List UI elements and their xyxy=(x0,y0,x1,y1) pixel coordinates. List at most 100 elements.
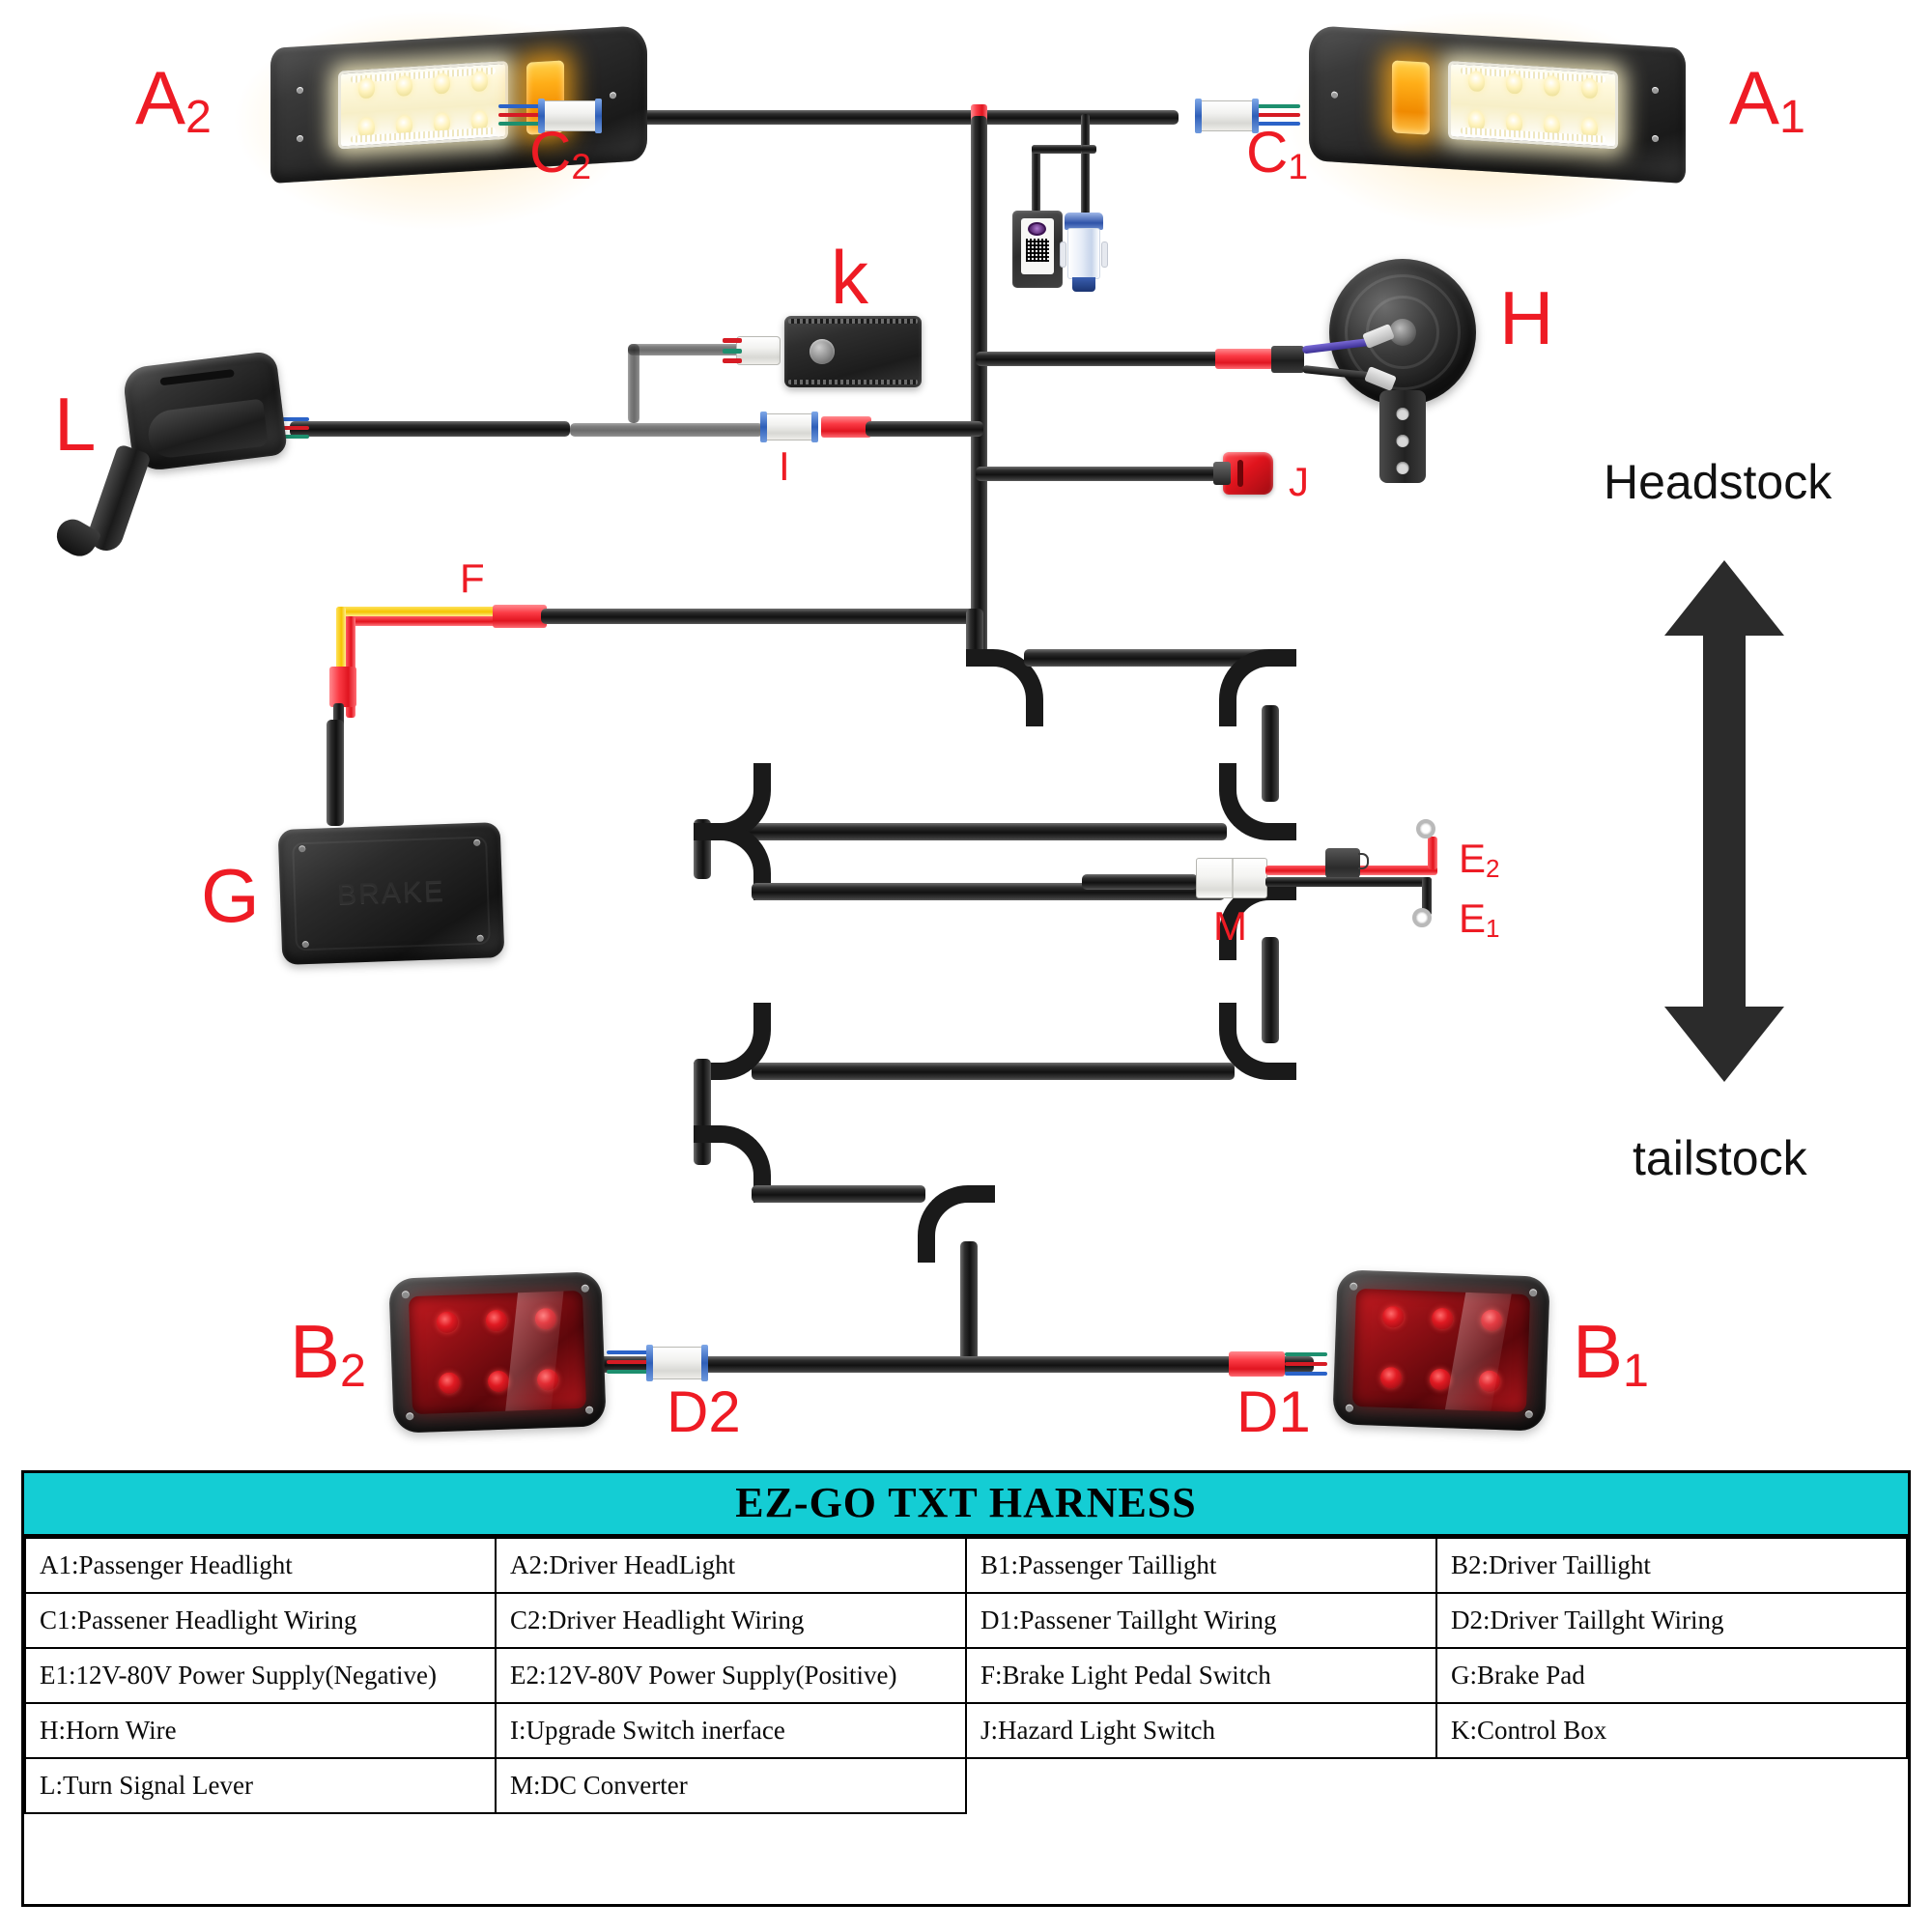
cable-lever-to-i xyxy=(570,423,763,437)
legend-cell: E2:12V-80V Power Supply(Positive) xyxy=(495,1647,967,1704)
taillight-b2-lens xyxy=(408,1291,587,1414)
wire-e1-negative xyxy=(1265,877,1432,887)
ref-label-a1: A1 xyxy=(1729,55,1805,143)
ref-label-l: L xyxy=(54,382,97,467)
legend-grid: A1:Passenger Headlight A2:Driver HeadLig… xyxy=(24,1537,1908,1814)
cable-m-branch xyxy=(1082,874,1198,890)
legend-cell-empty xyxy=(965,1757,1436,1813)
cable-fuse-stub xyxy=(1081,114,1090,215)
ref-label-k: k xyxy=(831,235,868,320)
legend-row: A1:Passenger Headlight A2:Driver HeadLig… xyxy=(24,1537,1908,1594)
wire-bundle-a2 xyxy=(498,104,543,126)
cable-qr-bridge xyxy=(1032,145,1090,154)
legend-cell: J:Hazard Light Switch xyxy=(965,1702,1437,1759)
fuse-holder-cap xyxy=(1064,213,1104,231)
arrow-down-head xyxy=(1664,1007,1784,1082)
cable-seg-left-7 xyxy=(752,1063,1235,1080)
fuse-holder-tip xyxy=(1072,277,1095,292)
cable-tail-bus xyxy=(580,1356,1314,1373)
ref-label-g: G xyxy=(201,853,260,938)
ref-label-e2: E2 xyxy=(1459,836,1500,883)
wire-bundle-k xyxy=(723,338,742,363)
cable-top-branch-to-fuse xyxy=(1081,145,1096,154)
qr-code-icon xyxy=(1025,239,1049,262)
ref-label-j: J xyxy=(1289,459,1309,504)
qr-module xyxy=(1012,211,1063,288)
wire-bundle-lever xyxy=(272,417,309,439)
control-box-k xyxy=(784,316,922,387)
wire-e2-positive-up xyxy=(1428,837,1437,869)
cable-main-vertical xyxy=(971,116,987,657)
wire-bundle-b1 xyxy=(1285,1352,1327,1376)
marker-f-inline xyxy=(493,605,547,628)
taillight-b1 xyxy=(1332,1269,1550,1432)
brake-pad-g: BRAKE xyxy=(277,822,505,965)
fuse-holder xyxy=(1060,213,1108,292)
ref-label-h: H xyxy=(1499,275,1554,360)
ring-terminal-e2 xyxy=(1416,819,1435,838)
legend-cell: C2:Driver Headlight Wiring xyxy=(495,1592,967,1649)
cable-marker-i xyxy=(821,416,871,438)
ref-label-d1: D1 xyxy=(1236,1379,1311,1444)
cable-seg-right-1 xyxy=(1024,649,1275,667)
legend-cell: A2:Driver HeadLight xyxy=(495,1537,967,1594)
arrow-up-head xyxy=(1664,560,1784,636)
cable-g-drop xyxy=(327,720,344,826)
ref-label-b2: B2 xyxy=(290,1309,366,1397)
qr-module-label xyxy=(1021,218,1054,274)
ref-label-b1: B1 xyxy=(1573,1309,1649,1397)
ref-label-f: F xyxy=(460,555,485,601)
wire-f-red xyxy=(336,616,510,626)
headstock-label: Headstock xyxy=(1604,455,1833,509)
legend-cell: B1:Passenger Taillight xyxy=(965,1537,1437,1594)
wire-f-yellow-down xyxy=(336,607,346,694)
cable-marker-horn xyxy=(1215,349,1273,369)
cable-i-to-trunk xyxy=(866,421,983,437)
connector-c2 xyxy=(538,99,602,133)
cable-turn-signal-lever xyxy=(290,421,570,437)
legend-cell: D1:Passener Taillght Wiring xyxy=(965,1592,1437,1649)
cable-seg-down-10 xyxy=(960,1241,978,1372)
legend-title: EZ-GO TXT HARNESS xyxy=(24,1473,1908,1537)
direction-arrow xyxy=(1647,560,1802,1082)
headlight-a2-lens xyxy=(338,60,508,150)
horn-bracket xyxy=(1379,390,1426,483)
legend-cell-empty xyxy=(1436,1758,1907,1813)
legend-cell: L:Turn Signal Lever xyxy=(24,1757,497,1814)
cable-elbow-10 xyxy=(918,1185,995,1263)
legend-cell: H:Horn Wire xyxy=(24,1702,497,1759)
horn-hub xyxy=(1389,319,1416,346)
hazard-switch-stem xyxy=(1213,462,1231,485)
legend-cell: M:DC Converter xyxy=(495,1757,967,1814)
cable-elbow-3 xyxy=(1219,763,1296,840)
marker-f-lower xyxy=(329,667,356,707)
hazard-switch-j xyxy=(1223,452,1273,495)
legend-row: L:Turn Signal Lever M:DC Converter xyxy=(24,1757,1907,1814)
taillight-b1-lens xyxy=(1351,1289,1531,1412)
ref-label-c2: C2 xyxy=(529,120,592,186)
tailstock-label: tailstock xyxy=(1633,1131,1807,1185)
legend-row: E1:12V-80V Power Supply(Negative) E2:12V… xyxy=(24,1647,1908,1704)
headlight-a1-lens xyxy=(1448,60,1618,150)
legend-cell: A1:Passenger Headlight xyxy=(24,1537,497,1594)
connector-c1 xyxy=(1195,99,1259,133)
legend-row: C1:Passener Headlight Wiring C2:Driver H… xyxy=(24,1592,1908,1649)
legend-row: H:Horn Wire I:Upgrade Switch inerface J:… xyxy=(24,1702,1908,1759)
inline-fuse-clip xyxy=(1325,848,1369,881)
cable-marker-d1 xyxy=(1229,1351,1285,1377)
ref-label-c1: C1 xyxy=(1246,120,1309,186)
ring-terminal-e1 xyxy=(1412,908,1432,927)
ref-label-d2: D2 xyxy=(667,1379,741,1444)
headlight-a1-turn-signal xyxy=(1391,60,1430,136)
ref-label-i: I xyxy=(779,443,790,489)
cable-k-jumper-vertical xyxy=(628,344,639,423)
cable-top-trunk xyxy=(580,110,1179,125)
horn-connector-block xyxy=(1271,346,1304,373)
horn-ring-outer xyxy=(1345,274,1461,390)
wire-f-yellow xyxy=(336,607,500,616)
cable-f-to-trunk xyxy=(541,609,980,624)
dc-converter-m xyxy=(1196,858,1267,898)
connector-d2 xyxy=(646,1345,708,1381)
legend-cell: F:Brake Light Pedal Switch xyxy=(965,1647,1437,1704)
